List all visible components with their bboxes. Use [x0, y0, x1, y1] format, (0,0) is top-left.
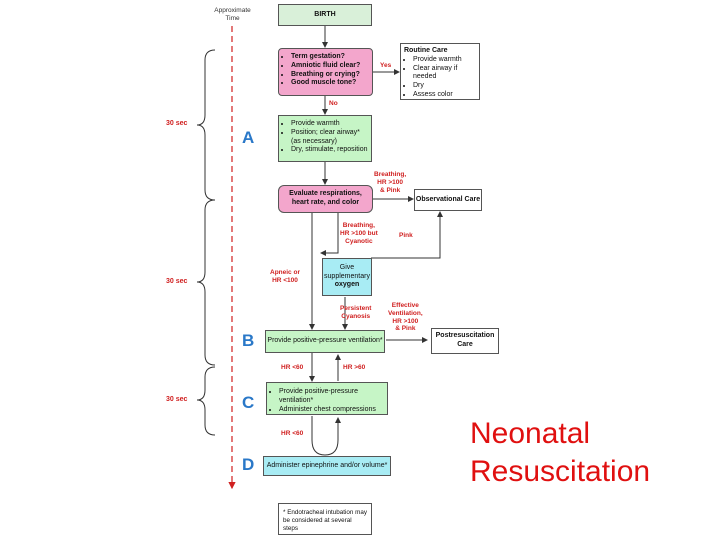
- step-a-box: Provide warmthPosition; clear airway* (a…: [278, 115, 372, 162]
- yes-label: Yes: [380, 62, 392, 69]
- brace-b: [196, 199, 216, 366]
- step-c-letter: C: [242, 393, 255, 412]
- no-label: No: [329, 100, 338, 107]
- step-b-ppv-box: Provide positive-pressure ventilation*: [265, 330, 385, 353]
- initial-assessment-box: Term gestation?Amniotic fluid clear? Bre…: [278, 48, 373, 96]
- hr-lt60-d-label: HR <60: [281, 430, 304, 437]
- step-d-box: Administer epinephrine and/or volume*: [263, 456, 391, 476]
- step-d-letter: D: [242, 455, 255, 474]
- brace-a: [196, 49, 216, 201]
- step-a-letter: A: [242, 128, 255, 147]
- time-label-c: 30 sec: [166, 396, 188, 403]
- step-b-letter: B: [242, 331, 255, 350]
- pink-label: Pink: [399, 232, 413, 239]
- birth-box: BIRTH: [278, 4, 372, 26]
- brace-c: [196, 366, 216, 436]
- hr-gt60-label: HR >60: [343, 364, 366, 371]
- step-c-box: Provide positive-pressure ventilation*Ad…: [266, 382, 388, 415]
- time-label-a: 30 sec: [166, 120, 188, 127]
- time-label-b: 30 sec: [166, 278, 188, 285]
- breathing-pink-label: Breathing,HR >100& Pink: [374, 171, 407, 194]
- evaluate-box: Evaluate respirations,heart rate, and co…: [278, 185, 373, 213]
- hr-lt60-label: HR <60: [281, 364, 304, 371]
- routine-care-box: Routine Care Provide warmthClear airway …: [400, 43, 480, 100]
- observational-care-box: Observational Care: [414, 189, 482, 211]
